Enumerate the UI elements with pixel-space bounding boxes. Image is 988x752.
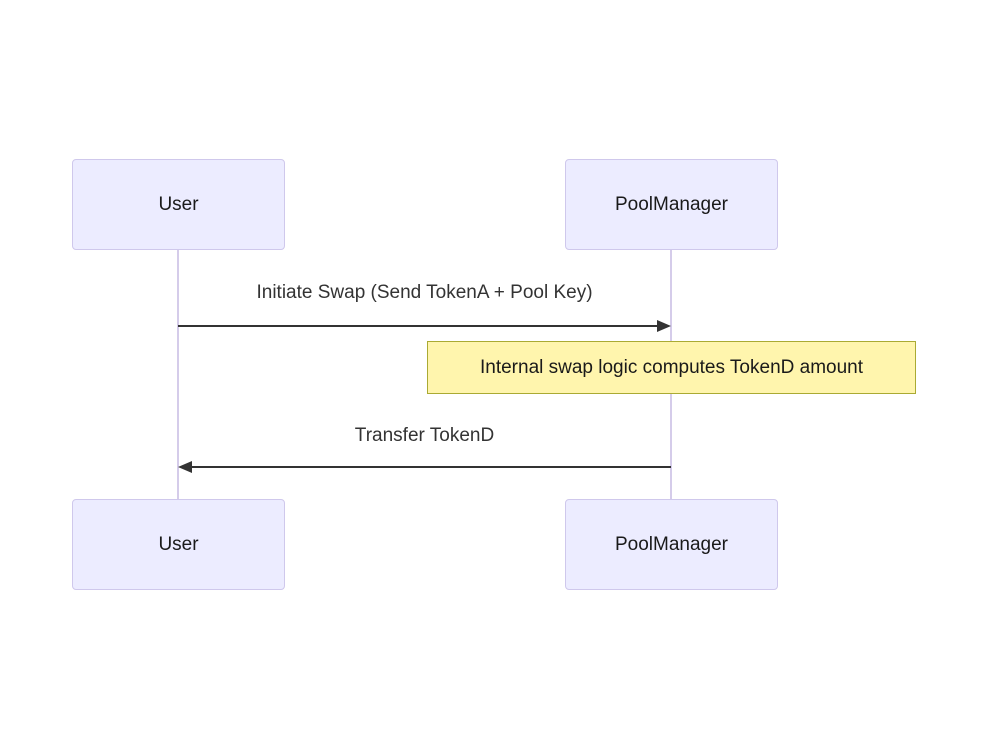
actor-bottom-poolmanager: PoolManager <box>565 499 778 590</box>
lifeline-user <box>177 250 179 499</box>
message-1-arrowhead-right-icon <box>657 320 671 332</box>
actor-label: PoolManager <box>614 533 729 555</box>
message-1-label: Initiate Swap (Send TokenA + Pool Key) <box>256 282 593 303</box>
actor-top-poolmanager: PoolManager <box>565 159 778 250</box>
note-label: Internal swap logic computes TokenD amou… <box>479 356 864 378</box>
actor-top-user: User <box>72 159 285 250</box>
actor-bottom-user: User <box>72 499 285 590</box>
message-2-arrowhead-left-icon <box>178 461 192 473</box>
message-2-arrow <box>190 466 671 468</box>
message-1-arrow <box>178 325 659 327</box>
note-over-poolmanager: Internal swap logic computes TokenD amou… <box>427 341 916 394</box>
actor-label: PoolManager <box>614 193 729 215</box>
message-2-label: Transfer TokenD <box>354 425 495 446</box>
actor-label: User <box>158 193 199 215</box>
actor-label: User <box>158 533 199 555</box>
